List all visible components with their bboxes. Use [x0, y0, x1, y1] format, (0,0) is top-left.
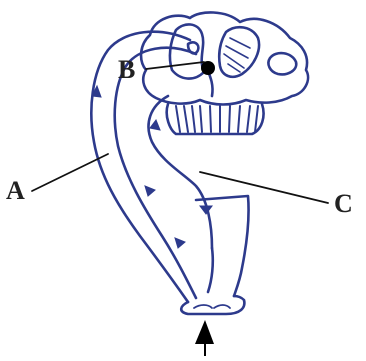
flow-arrow-icon — [149, 118, 161, 131]
label-a: A — [6, 176, 25, 205]
grey-matter-hatching — [223, 37, 251, 73]
flow-arrow-icon — [144, 185, 156, 197]
pointer-line-a — [31, 153, 109, 192]
foot-outline — [179, 294, 246, 316]
stimulus-arrow-icon — [195, 320, 214, 344]
pointer-line-c — [199, 171, 329, 204]
flow-arrow-icon — [91, 84, 102, 98]
flow-arrows — [91, 84, 213, 249]
white-matter-ventral — [165, 102, 265, 136]
flow-arrow-icon — [199, 205, 213, 215]
motor-neuron — [147, 94, 214, 250]
sensory-neuron-inner — [113, 46, 198, 300]
label-pointers — [31, 61, 329, 204]
nerve-and-leg — [90, 30, 250, 316]
dorsal-horn-oval — [267, 51, 298, 76]
grey-matter-right — [217, 25, 261, 79]
label-b: B — [118, 55, 136, 84]
spinal-cord-outline — [139, 11, 310, 106]
spinal-cord-section — [139, 11, 310, 136]
sensory-neuron — [90, 30, 192, 304]
label-c: C — [334, 189, 353, 218]
synapse-dot — [201, 61, 215, 75]
white-matter-stripes — [175, 105, 259, 133]
pointer-line-b — [145, 61, 205, 70]
flow-arrow-icon — [174, 237, 186, 249]
foot-toes — [193, 304, 231, 309]
leg-outline — [194, 194, 250, 298]
